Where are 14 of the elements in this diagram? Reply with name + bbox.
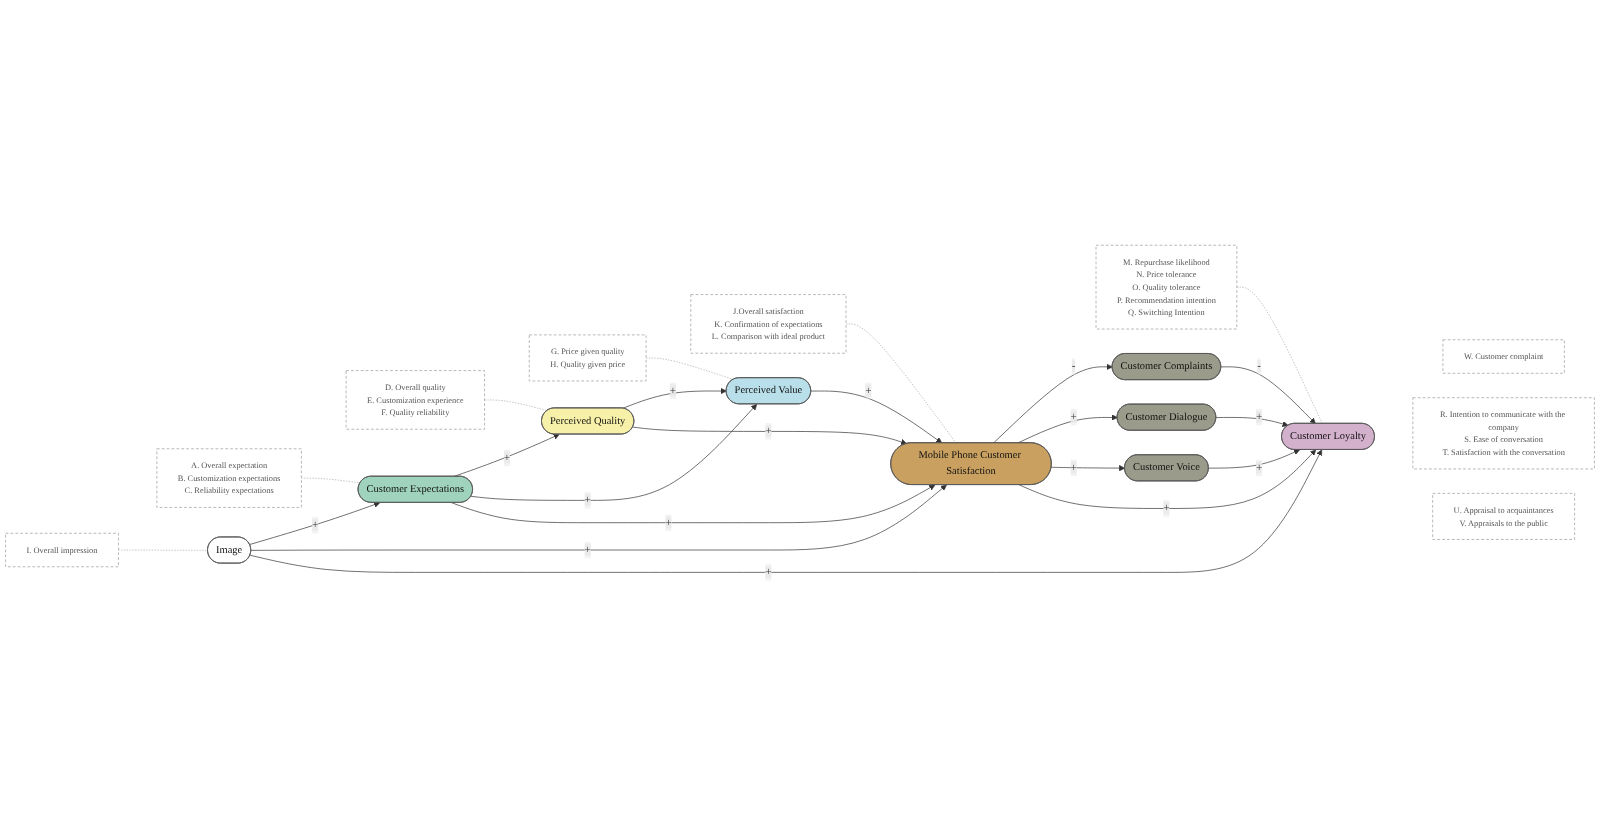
node-box: [5, 532, 119, 568]
connector: [645, 357, 734, 380]
connector: [118, 549, 209, 551]
node-box: [156, 448, 302, 508]
node-box: [1442, 339, 1565, 374]
node-box: [1432, 493, 1575, 540]
node-box: [345, 370, 485, 430]
node-box: [1412, 397, 1595, 470]
node-box: [528, 334, 647, 382]
connector: [301, 477, 361, 484]
connector: [845, 323, 957, 444]
node-box: [1095, 244, 1238, 330]
node-box: [690, 294, 847, 354]
connector: [484, 399, 548, 412]
